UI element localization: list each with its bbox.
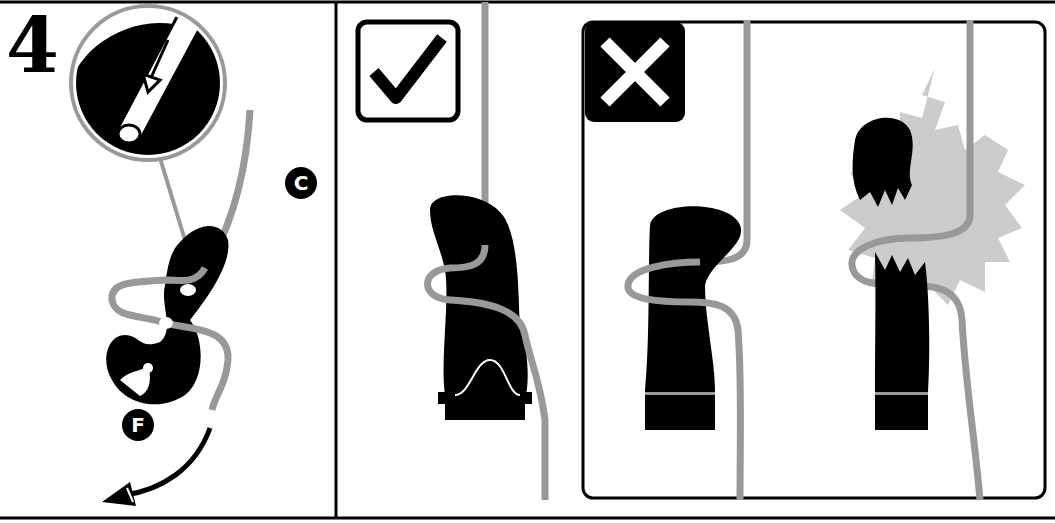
- check-icon: [358, 22, 458, 120]
- divider: [335, 2, 338, 518]
- frame-line: [0, 517, 1055, 520]
- wrong-device: [628, 20, 747, 500]
- broken-device: [840, 20, 1025, 500]
- callout-circle: F: [122, 409, 154, 441]
- step-number: 4: [6, 8, 59, 84]
- callout-circle: C: [285, 167, 317, 199]
- belay-device: [102, 110, 250, 506]
- callout-letter: F: [131, 415, 145, 435]
- cross-icon: [585, 22, 685, 122]
- frame-line: [0, 1, 1055, 4]
- magnifier: [46, 0, 254, 250]
- correct-device: [428, 2, 546, 500]
- callout-letter: C: [294, 173, 309, 193]
